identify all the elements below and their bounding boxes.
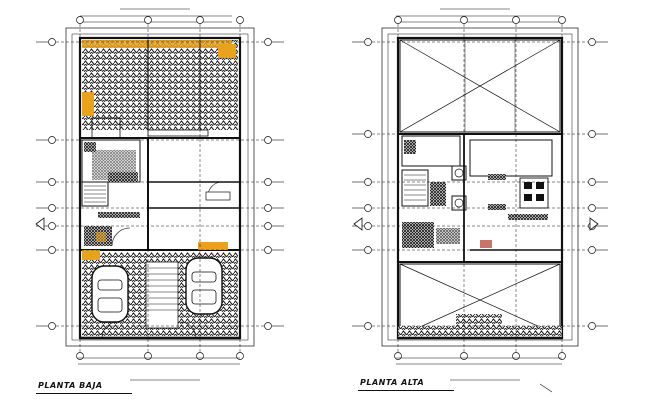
axis-bubble-icon	[460, 352, 468, 360]
plan-planta-alta	[352, 8, 608, 393]
axis-bubble-icon	[588, 130, 596, 138]
plan-title-planta-alta: PLANTA ALTA	[360, 378, 425, 387]
section-arrow-icon	[589, 217, 599, 231]
axis-bubble-icon	[48, 136, 56, 144]
axis-bubble-icon	[264, 246, 272, 254]
axis-bubble-icon	[236, 16, 244, 24]
pink-marker	[480, 240, 492, 248]
axis-bubble-icon	[48, 222, 56, 230]
axis-bubble-icon	[558, 352, 566, 360]
axis-bubble-icon	[588, 246, 596, 254]
axis-bubble-icon	[48, 178, 56, 186]
axis-bubble-icon	[144, 16, 152, 24]
axis-bubble-icon	[460, 16, 468, 24]
axis-bubble-icon	[512, 16, 520, 24]
axis-bubble-icon	[236, 352, 244, 360]
axis-bubble-icon	[144, 352, 152, 360]
axis-bubble-icon	[364, 322, 372, 330]
axis-bubble-icon	[264, 222, 272, 230]
axis-bubble-icon	[364, 178, 372, 186]
title-underline	[36, 393, 132, 394]
axis-bubble-icon	[48, 246, 56, 254]
plan-planta-baja	[35, 8, 284, 381]
garden-hatch-top	[82, 40, 238, 130]
axis-bubble-icon	[264, 322, 272, 330]
axis-bubble-icon	[588, 204, 596, 212]
axis-bubble-icon	[196, 16, 204, 24]
axis-bubble-icon	[76, 352, 84, 360]
axis-bubble-icon	[264, 178, 272, 186]
axis-bubble-icon	[394, 352, 402, 360]
axis-bubble-icon	[48, 38, 56, 46]
axis-bubble-icon	[76, 16, 84, 24]
axis-bubble-icon	[364, 38, 372, 46]
axis-bubble-icon	[264, 204, 272, 212]
grid-axes-right	[352, 16, 608, 360]
axis-bubble-icon	[394, 16, 402, 24]
axis-bubble-icon	[558, 16, 566, 24]
axis-bubble-icon	[364, 246, 372, 254]
axis-bubble-icon	[264, 38, 272, 46]
axis-bubble-icon	[48, 322, 56, 330]
axis-bubble-icon	[588, 38, 596, 46]
axis-bubble-icon	[364, 130, 372, 138]
axis-bubble-icon	[264, 136, 272, 144]
axis-bubble-icon	[48, 204, 56, 212]
axis-bubble-icon	[588, 178, 596, 186]
outer-frame	[65, 27, 255, 347]
axis-bubble-icon	[364, 204, 372, 212]
plan-title-planta-baja: PLANTA BAJA	[38, 381, 103, 390]
north-arrow-icon-upper	[353, 217, 363, 231]
axis-bubble-icon	[588, 322, 596, 330]
grid-axes-left	[36, 16, 284, 360]
car-left	[91, 265, 129, 323]
title-underline	[358, 390, 454, 391]
axis-bubble-icon	[512, 352, 520, 360]
north-arrow-icon	[35, 217, 45, 231]
axis-bubble-icon	[364, 222, 372, 230]
axis-bubble-icon	[196, 352, 204, 360]
car-right	[185, 257, 223, 315]
